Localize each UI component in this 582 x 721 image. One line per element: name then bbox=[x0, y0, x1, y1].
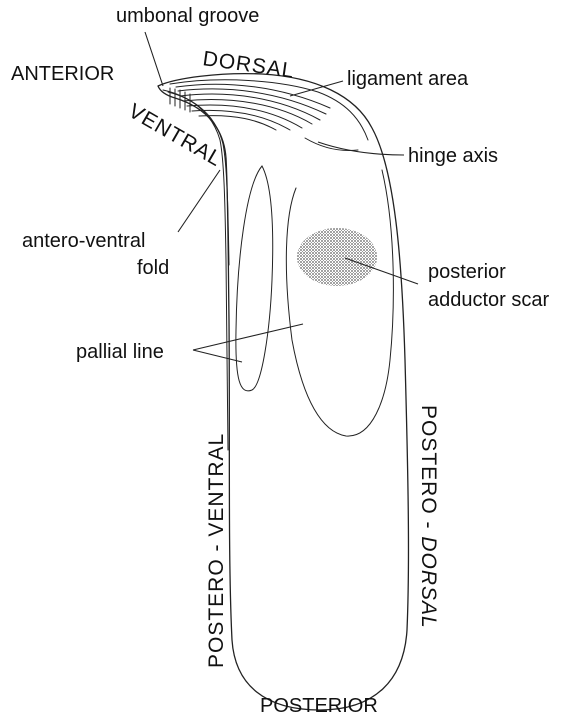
label-ligament-area: ligament area bbox=[347, 68, 469, 90]
label-posterior-adductor-scar-1: posterior bbox=[428, 261, 506, 283]
label-postero-dorsal-2: DORSAL bbox=[417, 536, 440, 628]
pallial-line-left-loop bbox=[236, 166, 273, 391]
hinge-axis-curve bbox=[305, 138, 358, 151]
label-pallial-line: pallial line bbox=[76, 341, 164, 363]
label-umbonal-groove: umbonal groove bbox=[116, 5, 259, 27]
label-postero-dorsal: POSTERO - DORSAL bbox=[417, 405, 440, 629]
label-posterior: POSTERIOR bbox=[260, 695, 378, 717]
shell-outline bbox=[158, 74, 408, 710]
posterior-adductor-scar bbox=[297, 228, 377, 286]
label-antero-ventral-1: antero-ventral bbox=[22, 230, 145, 252]
label-postero-ventral: POSTERO - VENTRAL bbox=[205, 433, 228, 668]
leader-umbonal-groove bbox=[145, 32, 163, 86]
leader-antero-ventral-fold bbox=[178, 170, 220, 232]
leader-ligament-area bbox=[290, 81, 343, 96]
label-hinge-axis: hinge axis bbox=[408, 145, 498, 167]
pallial-line-right bbox=[286, 170, 393, 436]
umbonal-groove-hatching bbox=[170, 88, 190, 112]
label-posterior-adductor-scar-2: adductor scar bbox=[428, 289, 550, 311]
leader-pallial-line-upper bbox=[193, 324, 303, 350]
leader-pallial-line-lower bbox=[193, 350, 242, 362]
label-dorsal: DORSAL bbox=[201, 47, 296, 83]
inner-margin-line-2 bbox=[168, 92, 229, 265]
label-anterior: ANTERIOR bbox=[11, 63, 114, 85]
label-antero-ventral-2: fold bbox=[137, 257, 169, 279]
label-postero-dorsal-1: POSTERO - bbox=[417, 405, 440, 536]
